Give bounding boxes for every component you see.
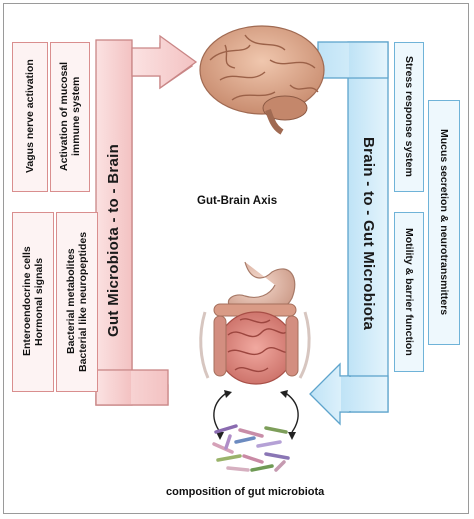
mucosal-line-2: immune system <box>70 76 82 157</box>
left-curved-arrow <box>213 391 229 433</box>
microbiota-caption: composition of gut microbiota <box>166 486 325 498</box>
box-bacterial-metabolites: Bacterial metabolites Bacterial like neu… <box>56 212 98 392</box>
box-motility-barrier: Motility & barrier function <box>394 212 424 372</box>
brain-to-gut-label: Brain - to - Gut Microbiota <box>360 137 377 331</box>
figure-frame <box>3 3 469 514</box>
box-mucosal-immune: Activation of mucosal immune system <box>50 42 90 192</box>
enteroendocrine-line-1: Enteroendocrine cells <box>21 246 33 357</box>
mucosal-line-1: Activation of mucosal <box>58 61 70 172</box>
vagus-nerve-text: Vagus nerve activation <box>24 59 36 174</box>
microbiota-illustration <box>212 424 290 472</box>
mucus-secretion-text: Mucus secretion & neurotransmitters <box>438 128 450 316</box>
box-vagus-nerve: Vagus nerve activation <box>12 42 48 192</box>
gut-to-brain-label: Gut Microbiota - to - Brain <box>105 143 122 337</box>
metabolites-line-1: Bacterial metabolites <box>65 248 77 355</box>
box-stress-response: Stress response system <box>394 42 424 192</box>
box-mucus-secretion: Mucus secretion & neurotransmitters <box>428 100 460 345</box>
right-curved-arrow <box>283 391 299 433</box>
gut-brain-axis-title: Gut-Brain Axis <box>197 195 278 207</box>
metabolites-line-2: Bacterial like neuropeptides <box>77 231 89 372</box>
stress-response-text: Stress response system <box>403 56 415 177</box>
gut-illustration <box>199 261 311 385</box>
enteroendocrine-line-2: Hormonal signals <box>33 257 45 346</box>
box-enteroendocrine: Enteroendocrine cells Hormonal signals <box>12 212 54 392</box>
brain-illustration <box>199 25 325 135</box>
motility-barrier-text: Motility & barrier function <box>403 227 415 356</box>
